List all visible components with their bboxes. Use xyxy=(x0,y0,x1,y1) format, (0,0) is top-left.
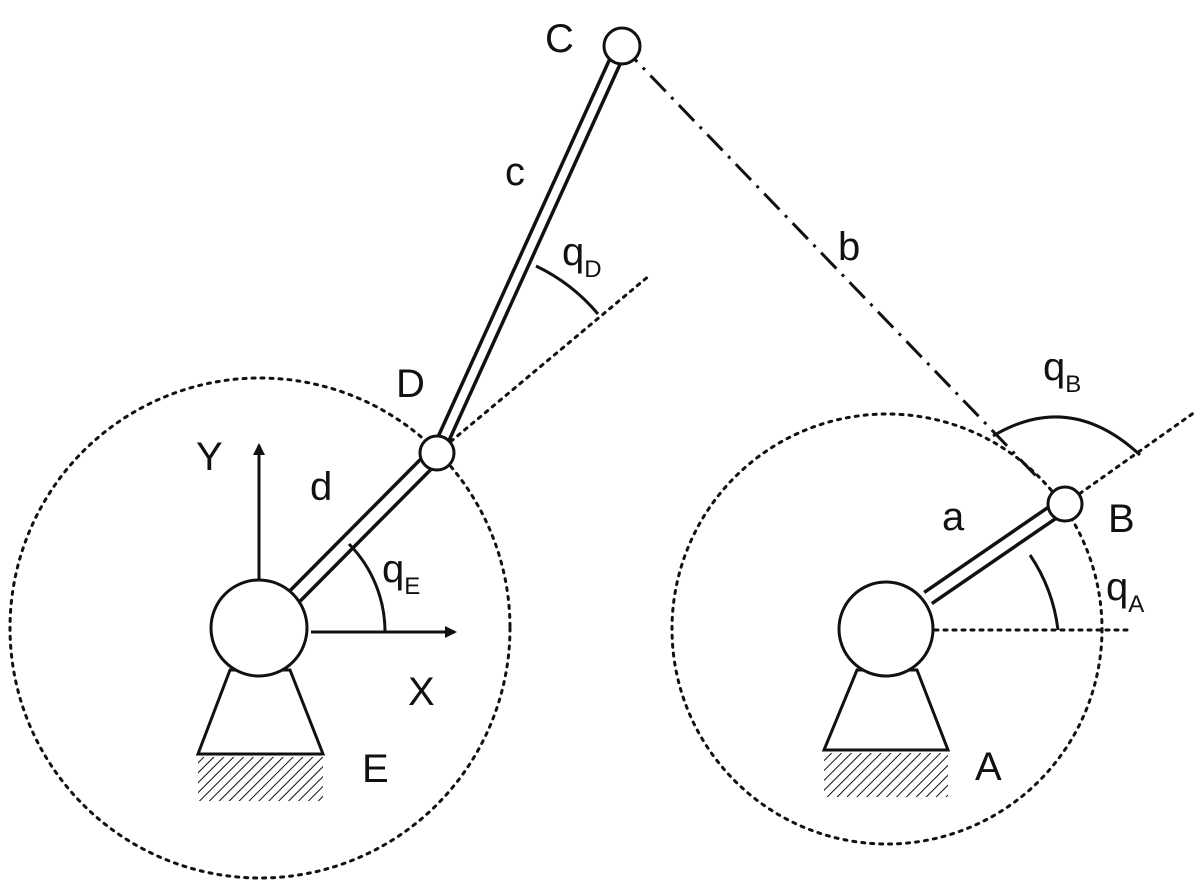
label-link-b: b xyxy=(838,225,860,269)
label-point-c: C xyxy=(545,17,574,61)
label-angle-qa: qA xyxy=(1106,565,1144,618)
angle-qa-arc xyxy=(1028,554,1060,631)
label-angle-qe: qE xyxy=(382,547,420,600)
joint-b xyxy=(1046,485,1084,523)
pivot-a xyxy=(837,580,935,678)
link-a-extension-line xyxy=(1063,410,1197,506)
link-d-extension-line xyxy=(435,273,652,455)
joint-d xyxy=(418,434,456,472)
label-point-d: D xyxy=(396,362,425,406)
label-x-axis: X xyxy=(408,670,435,714)
pivot-e xyxy=(209,578,309,678)
label-y-axis: Y xyxy=(196,435,223,479)
label-point-b: B xyxy=(1108,497,1135,541)
label-link-d: d xyxy=(310,465,332,509)
coupler-link-b xyxy=(620,44,1042,482)
label-angle-qd: qD xyxy=(562,230,602,283)
label-angle-qb: qB xyxy=(1043,345,1081,398)
crank-a-path-circle xyxy=(670,412,1104,846)
angle-qd-arc xyxy=(535,264,600,315)
crank-e-path-circle xyxy=(8,376,512,880)
ground-support-e xyxy=(195,668,326,801)
angle-qb-arc xyxy=(992,415,1142,457)
label-link-c: c xyxy=(505,150,525,194)
angle-qe-arc xyxy=(347,542,387,633)
label-point-a: A xyxy=(975,745,1002,789)
link-d xyxy=(284,446,444,607)
label-link-a: a xyxy=(942,495,965,539)
ground-support-a xyxy=(821,668,951,797)
link-a xyxy=(923,496,1070,606)
link-c xyxy=(430,42,629,457)
joint-c xyxy=(602,26,642,66)
label-point-e: E xyxy=(362,747,389,791)
